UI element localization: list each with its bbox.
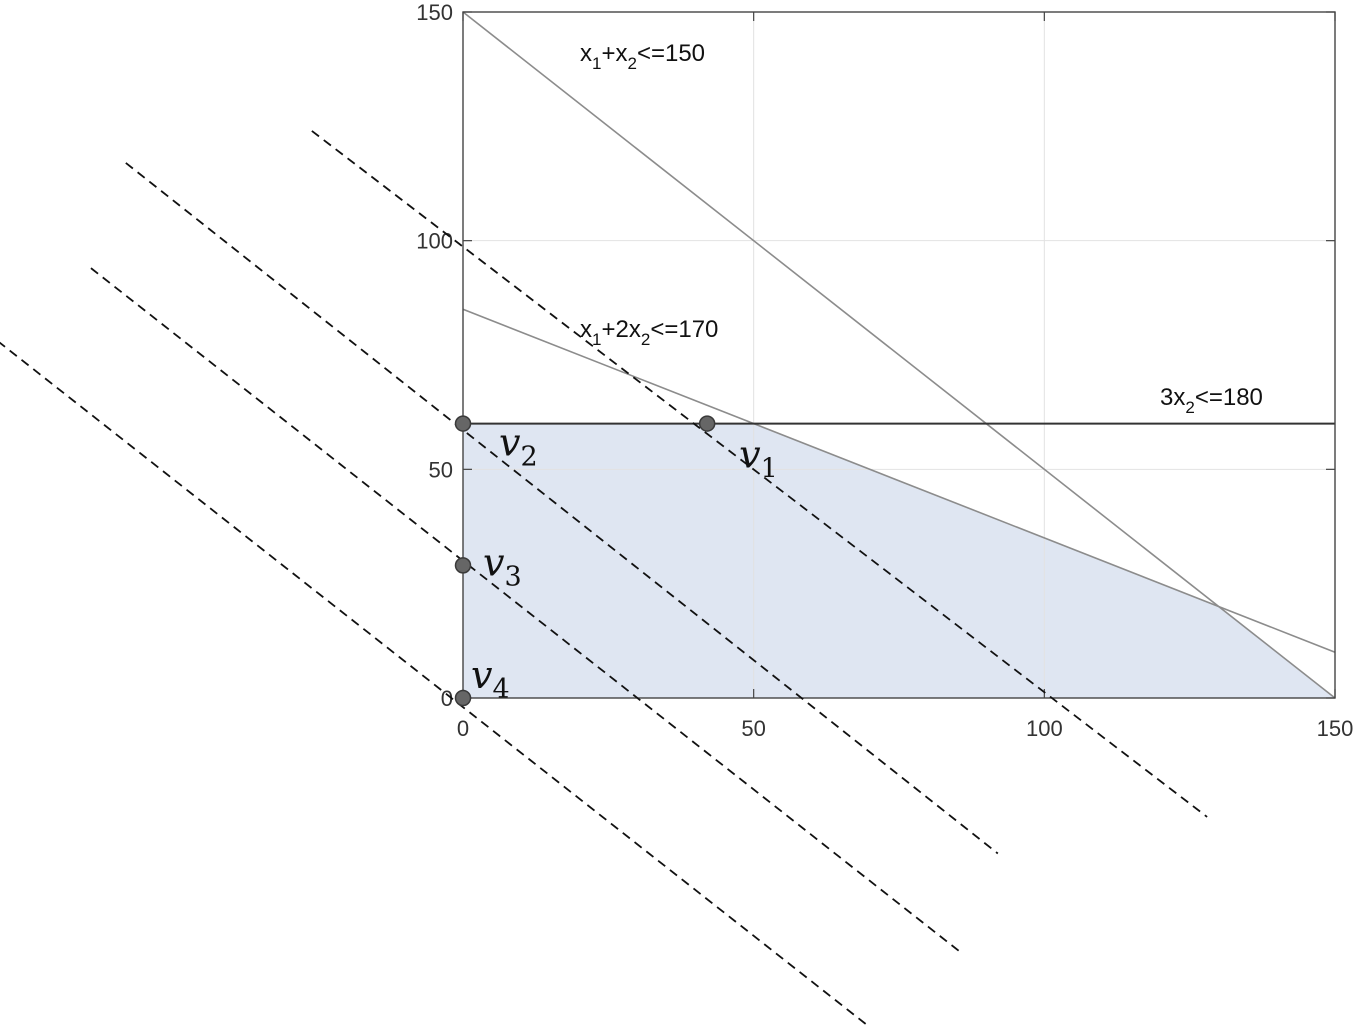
vertex-label-subscript: 4	[492, 674, 509, 705]
feasible-region-layer	[463, 423, 1335, 698]
constraint-label-subscript: 2	[1185, 398, 1194, 417]
vertex-point-3	[454, 557, 472, 574]
vertex-label-name: v	[483, 540, 505, 584]
vertex-label-1: v1	[739, 433, 778, 485]
vertex-label-name: v	[471, 653, 493, 697]
constraint-label-part: +x	[601, 40, 627, 67]
constraint-label-part: x	[580, 40, 592, 67]
constraint-label-1: x1+x2<=150	[580, 40, 705, 73]
grid-layer	[463, 12, 1335, 698]
x-tick-label: 150	[1317, 716, 1354, 741]
constraint-label-part: 3x	[1160, 384, 1185, 411]
vertex-point-1	[698, 415, 716, 432]
x-tick-label: 100	[1026, 716, 1063, 741]
constraint-line-1	[463, 12, 1335, 698]
vertex-label-name: v	[499, 421, 521, 465]
constraint-label-subscript: 1	[592, 54, 601, 73]
objective-line-3	[90, 267, 964, 955]
vertex-point-2	[454, 415, 472, 432]
vertex-label-subscript: 3	[504, 561, 521, 592]
objective-line-4	[0, 341, 871, 1028]
vertex-label-4: v4	[471, 653, 510, 705]
constraint-lines-layer	[463, 12, 1335, 698]
vertex-label-subscript: 2	[520, 442, 537, 473]
constraint-label-part: +2x	[601, 316, 640, 343]
constraint-label-subscript: 2	[627, 54, 636, 73]
vertex-point-4	[454, 689, 472, 707]
axes-box	[462, 11, 1336, 699]
constraint-line-2	[463, 308, 1335, 654]
constraint-label-subscript: 2	[641, 330, 650, 349]
y-tick-label: 0	[441, 686, 453, 711]
constraint-label-part: <=150	[637, 40, 705, 67]
vertex-label-3: v3	[483, 540, 522, 592]
constraint-label-3: 3x2<=180	[1160, 384, 1263, 417]
vertex-label-subscript: 1	[761, 454, 778, 485]
constraint-label-part: <=170	[650, 316, 718, 343]
constraint-label-part: <=180	[1195, 384, 1263, 411]
y-tick-label: 100	[416, 229, 453, 254]
vertex-label-name: v	[739, 433, 761, 477]
tick-labels-layer: 0 50 100 150 0 50 100 150	[416, 0, 1353, 741]
objective-lines-layer	[0, 130, 1208, 1028]
objective-line-2	[125, 162, 999, 855]
x-tick-label: 0	[457, 716, 469, 741]
vertex-label-2: v2	[499, 421, 538, 473]
objective-line-1	[311, 130, 1208, 818]
feasible-region	[463, 423, 1335, 698]
x-tick-label: 50	[741, 716, 765, 741]
vertices-layer	[454, 415, 716, 707]
y-tick-label: 150	[416, 0, 453, 25]
axes-layer	[462, 11, 1336, 699]
constraint-label-subscript: 1	[592, 330, 601, 349]
y-tick-label: 50	[429, 457, 453, 482]
constraint-label-2: x1+2x2<=170	[580, 316, 718, 349]
constraint-label-part: x	[580, 316, 592, 343]
